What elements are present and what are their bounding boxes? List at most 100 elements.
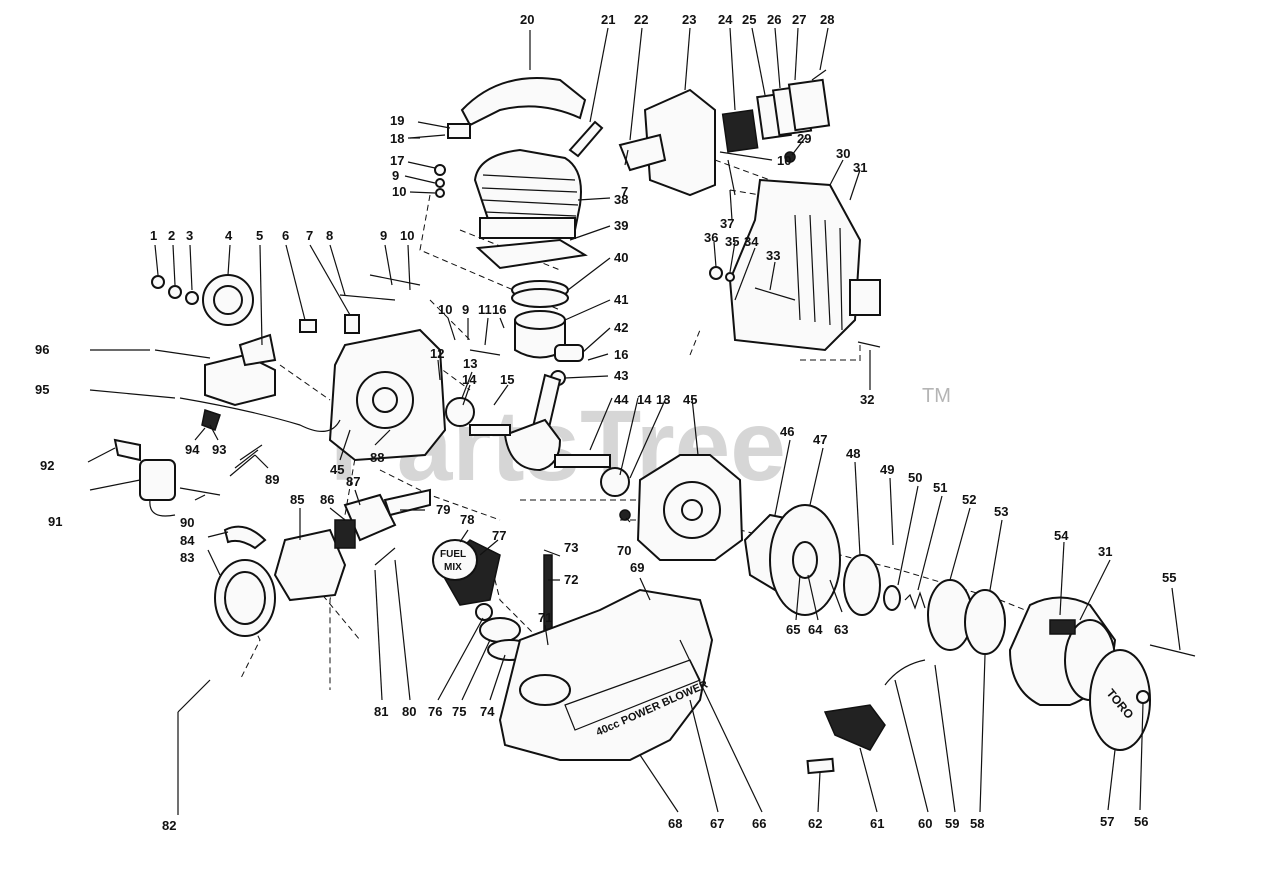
- spark-plug-part: [568, 120, 604, 158]
- callout-25: 25: [742, 12, 756, 27]
- callout-14a: 14: [462, 372, 477, 387]
- muffler-part: [618, 88, 716, 197]
- callout-2: 2: [168, 228, 175, 243]
- callout-69: 69: [630, 560, 644, 575]
- callout-34: 34: [744, 234, 759, 249]
- callout-91: 91: [48, 514, 62, 529]
- callout-52: 52: [962, 492, 976, 507]
- callout-41: 41: [614, 292, 628, 307]
- callout-9a: 9: [392, 168, 399, 183]
- bolt-part: [177, 679, 211, 713]
- washer-part-2: [185, 291, 199, 305]
- callout-36: 36: [704, 230, 718, 245]
- piston-ring-part-2: [511, 288, 569, 308]
- callout-83: 83: [180, 550, 194, 565]
- callout-38: 38: [614, 192, 628, 207]
- callout-35: 35: [725, 234, 739, 249]
- callout-50: 50: [908, 470, 922, 485]
- callout-6: 6: [282, 228, 289, 243]
- washer-10-part: [435, 188, 445, 198]
- main-bearing-part: [445, 397, 475, 427]
- guard-bolt-part: [754, 287, 796, 301]
- guard-screw-part: [857, 341, 881, 348]
- callout-80: 80: [402, 704, 416, 719]
- callout-66: 66: [752, 816, 766, 831]
- callout-49: 49: [880, 462, 894, 477]
- nut-36-part: [709, 266, 723, 280]
- plate-part-3: [787, 78, 831, 132]
- callout-22: 22: [634, 12, 648, 27]
- leader-lines: [87, 27, 1181, 815]
- callout-87: 87: [346, 474, 360, 489]
- callout-16b: 16: [614, 347, 628, 362]
- air-filter-part: [214, 525, 276, 637]
- callout-60: 60: [918, 816, 932, 831]
- vent-part: [475, 603, 493, 621]
- fuel-mix-label-2: MIX: [444, 562, 462, 573]
- callout-43: 43: [614, 368, 628, 383]
- washer-35-part: [725, 272, 735, 282]
- callout-62: 62: [808, 816, 822, 831]
- callout-32: 32: [860, 392, 874, 407]
- callout-93: 93: [212, 442, 226, 457]
- callout-47: 47: [813, 432, 827, 447]
- callout-59: 59: [945, 816, 959, 831]
- callout-13b: 13: [656, 392, 670, 407]
- fuel-mix-label-1: FUEL: [440, 549, 466, 560]
- callout-15: 15: [500, 372, 514, 387]
- screw-80-part: [374, 547, 396, 566]
- callout-73: 73: [564, 540, 578, 555]
- callout-89: 89: [265, 472, 279, 487]
- wire-part: [179, 397, 341, 432]
- callout-72: 72: [564, 572, 578, 587]
- rope-part: [884, 659, 926, 686]
- trademark: TM: [922, 385, 951, 407]
- callout-77: 77: [492, 528, 506, 543]
- insert-part: [806, 757, 835, 775]
- callout-75: 75: [452, 704, 466, 719]
- callout-39: 39: [614, 218, 628, 233]
- callout-8: 8: [326, 228, 333, 243]
- callout-4: 4: [225, 228, 233, 243]
- fitting-part: [619, 509, 631, 521]
- bracket-part: [447, 123, 471, 139]
- main-bearing-part-2: [600, 467, 630, 497]
- callout-17: 17: [390, 153, 404, 168]
- fuel-cap-part: [479, 617, 521, 643]
- callout-65: 65: [786, 622, 800, 637]
- callout-84: 84: [180, 533, 195, 548]
- callout-68: 68: [668, 816, 682, 831]
- flywheel-part: [202, 274, 254, 326]
- cover-part: TORO: [1089, 649, 1151, 751]
- callout-46: 46: [780, 424, 794, 439]
- callout-26: 26: [767, 12, 781, 27]
- pulley-part: [843, 554, 881, 616]
- spring-part: [904, 591, 926, 610]
- callout-63: 63: [834, 622, 848, 637]
- washer-9-part: [435, 178, 445, 188]
- callout-48: 48: [846, 446, 860, 461]
- callout-95: 95: [35, 382, 49, 397]
- callout-1: 1: [150, 228, 157, 243]
- switch-part: [113, 438, 176, 517]
- callout-10d: 10: [777, 153, 791, 168]
- callout-10b: 10: [400, 228, 414, 243]
- callout-16a: 16: [492, 302, 506, 317]
- callout-44: 44: [614, 392, 629, 407]
- callout-64: 64: [808, 622, 823, 637]
- callout-31b: 31: [1098, 544, 1112, 559]
- intake-gasket-part: [383, 488, 431, 517]
- callout-30: 30: [836, 146, 850, 161]
- piston-part: [514, 310, 566, 359]
- callout-56: 56: [1134, 814, 1148, 829]
- callout-7b: 7: [621, 184, 628, 199]
- cylinder-part: [473, 148, 582, 239]
- callout-5: 5: [256, 228, 263, 243]
- callout-10a: 10: [392, 184, 406, 199]
- screen-part: [721, 109, 759, 153]
- callout-70: 70: [617, 543, 631, 558]
- callout-9c: 9: [462, 302, 469, 317]
- callout-40: 40: [614, 250, 628, 265]
- stud-37-part: [727, 159, 736, 196]
